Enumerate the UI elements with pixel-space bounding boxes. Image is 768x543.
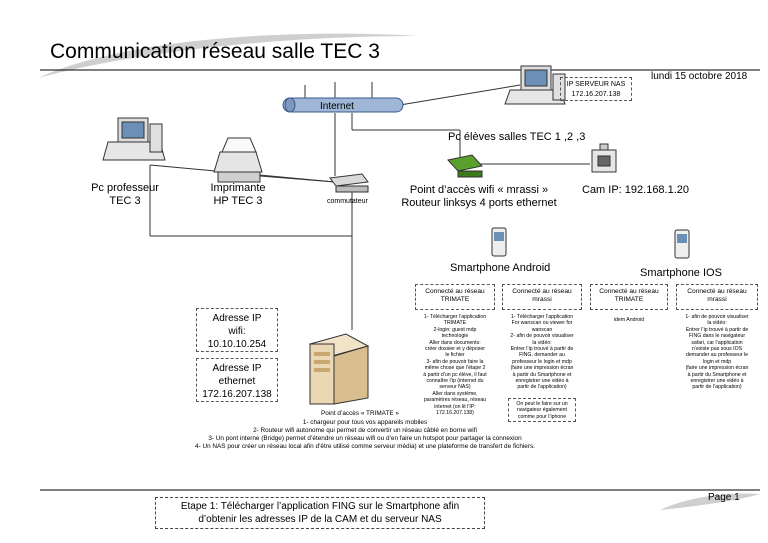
android-label: Smartphone Android <box>450 262 551 274</box>
android-trimate-header: Connecté au réseau TRIMATE <box>415 284 495 310</box>
ios-phone-icon <box>674 229 690 259</box>
cam-label: Cam IP: 192.168.1.20 <box>582 184 690 196</box>
pc-eleves-icon <box>504 65 566 105</box>
ios-trimate-header: Connecté au réseau TRIMATE <box>590 284 668 310</box>
android-trimate-text: 1- Télécharger l’application TRIMATE 2-l… <box>423 314 487 417</box>
page-number: Page 1 <box>708 492 740 503</box>
nas-list-item: 3- Un pont interne (Bridge) permet d’éte… <box>208 435 522 442</box>
android-mrassi-text: 1- Télécharger l’application For wanscan… <box>510 314 574 391</box>
nas-server-icon <box>308 333 370 405</box>
etape-box: Etape 1: Télécharger l’application FING … <box>155 497 485 529</box>
nas-list: 1- chargeur pour tous vos appareils mobi… <box>130 419 600 451</box>
footer-swoosh <box>660 493 760 510</box>
adresse-wifi-box: Adresse IP wifi: 10.10.10.254 <box>196 308 278 352</box>
ios-mrassi-text: 1- afin de pouvoir visualiser la vidéo: … <box>685 314 749 391</box>
wifi-router-icon <box>447 154 483 178</box>
pc-prof-label: Pc professeur TEC 3 <box>91 182 159 207</box>
network-links <box>149 82 590 330</box>
ios-label: Smartphone IOS <box>640 267 722 279</box>
nas-list-item: 1- chargeur pour tous vos appareils mobi… <box>302 419 428 426</box>
nas-list-item: 2- Routeur wifi autonome qui permet de c… <box>253 427 477 434</box>
title-swoosh <box>38 33 420 78</box>
date-label: lundi 15 octobre 2018 <box>651 71 748 82</box>
android-mrassi-note: On peut le faire sur un navigateur égale… <box>508 398 576 422</box>
android-phone-icon <box>491 227 507 257</box>
page-title: Communication réseau salle TEC 3 <box>50 40 380 63</box>
switch-label: commutateur <box>327 198 368 205</box>
camera-icon <box>591 143 617 173</box>
internet-bar <box>282 97 404 113</box>
nas-title: Point d’accès « TRIMATE » <box>321 410 399 417</box>
wifi-ap-label: Point d’accès wifi « mrassi » Routeur li… <box>401 184 557 209</box>
switch-icon <box>329 173 369 193</box>
adresse-ethernet-box: Adresse IP ethernet 172.16.207.138 <box>196 358 278 402</box>
printer-icon <box>213 137 263 183</box>
pc-professeur-icon <box>102 117 166 161</box>
printer-label: Imprimante HP TEC 3 <box>210 182 266 207</box>
internet-label: Internet <box>320 101 354 112</box>
ios-mrassi-header: Connecté au réseau mrassi <box>676 284 758 310</box>
nas-ip-box: IP SERVEUR NAS 172.16.207.138 <box>560 77 632 101</box>
android-mrassi-header: Connecté au réseau mrassi <box>502 284 582 310</box>
ios-trimate-text: idem Android <box>613 317 645 323</box>
pc-eleves-label: Pc élèves salles TEC 1 ,2 ,3 <box>448 131 586 143</box>
nas-list-item: 4- Un NAS pour créer un réseau local afi… <box>195 443 535 450</box>
